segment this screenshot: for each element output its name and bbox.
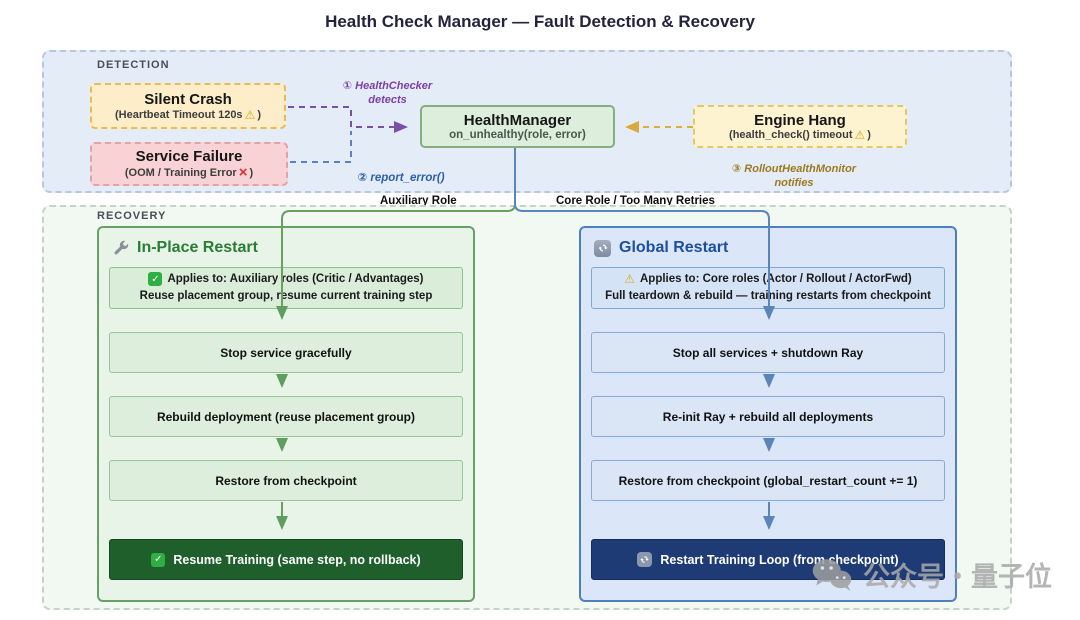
in-place-restart-panel: In-Place Restart ✓ Applies to: Auxiliary…: [97, 226, 475, 602]
warning-icon: ⚠: [854, 128, 866, 143]
in-place-step-2: Rebuild deployment (reuse placement grou…: [109, 396, 463, 437]
recovery-label: RECOVERY: [97, 210, 167, 222]
in-place-step-1: Stop service gracefully: [109, 332, 463, 373]
health-manager-node: HealthManager on_unhealthy(role, error): [420, 105, 615, 148]
annotation-report-error: ② report_error(): [357, 172, 445, 184]
global-applies-box: ⚠ Applies to: Core roles (Actor / Rollou…: [591, 267, 945, 309]
wechat-icon: [812, 558, 852, 591]
wrench-icon: [114, 240, 129, 254]
warning-icon: ⚠: [624, 272, 635, 287]
global-step-2: Re-init Ray + rebuild all deployments: [591, 396, 945, 437]
silent-crash-subtitle: (Heartbeat Timeout 120s⚠): [114, 107, 261, 122]
health-manager-subtitle: on_unhealthy(role, error): [449, 129, 586, 142]
watermark: 公众号・量子位: [811, 555, 1052, 594]
annotation-rollout-monitor: ③ RolloutHealthMonitor notifies: [731, 163, 857, 190]
engine-hang-node: Engine Hang (health_check() timeout⚠): [693, 105, 907, 148]
service-failure-title: Service Failure: [135, 147, 243, 165]
in-place-applies-box: ✓ Applies to: Auxiliary roles (Critic / …: [109, 267, 463, 309]
global-step-3: Restore from checkpoint (global_restart_…: [591, 460, 945, 501]
global-restart-header: Global Restart: [594, 239, 728, 257]
watermark-text: 公众号・量子位: [863, 562, 1052, 592]
health-manager-title: HealthManager: [463, 111, 572, 129]
detection-label: DETECTION: [97, 59, 170, 71]
cross-icon: ×: [238, 164, 248, 182]
check-icon: ✓: [151, 552, 166, 567]
global-step-1: Stop all services + shutdown Ray: [591, 332, 945, 373]
refresh-icon: [637, 552, 653, 567]
page-title: Health Check Manager — Fault Detection &…: [325, 12, 755, 31]
service-failure-node: Service Failure (OOM / Training Error×): [90, 142, 288, 186]
engine-hang-title: Engine Hang: [754, 111, 846, 129]
refresh-icon: [594, 239, 611, 257]
in-place-step-3: Restore from checkpoint: [109, 460, 463, 501]
annotation-healthchecker: ① HealthChecker detects: [342, 80, 433, 107]
global-restart-panel: Global Restart ⚠ Applies to: Core roles …: [579, 226, 957, 602]
engine-hang-subtitle: (health_check() timeout⚠): [729, 128, 871, 143]
check-icon: ✓: [148, 272, 163, 287]
service-failure-subtitle: (OOM / Training Error×): [124, 164, 254, 182]
warning-icon: ⚠: [244, 107, 256, 122]
global-final-box: Restart Training Loop (from checkpoint): [591, 539, 945, 580]
in-place-restart-header: In-Place Restart: [112, 239, 258, 257]
in-place-final-box: ✓ Resume Training (same step, no rollbac…: [109, 539, 463, 580]
silent-crash-node: Silent Crash (Heartbeat Timeout 120s⚠): [90, 83, 286, 129]
silent-crash-title: Silent Crash: [144, 91, 232, 109]
